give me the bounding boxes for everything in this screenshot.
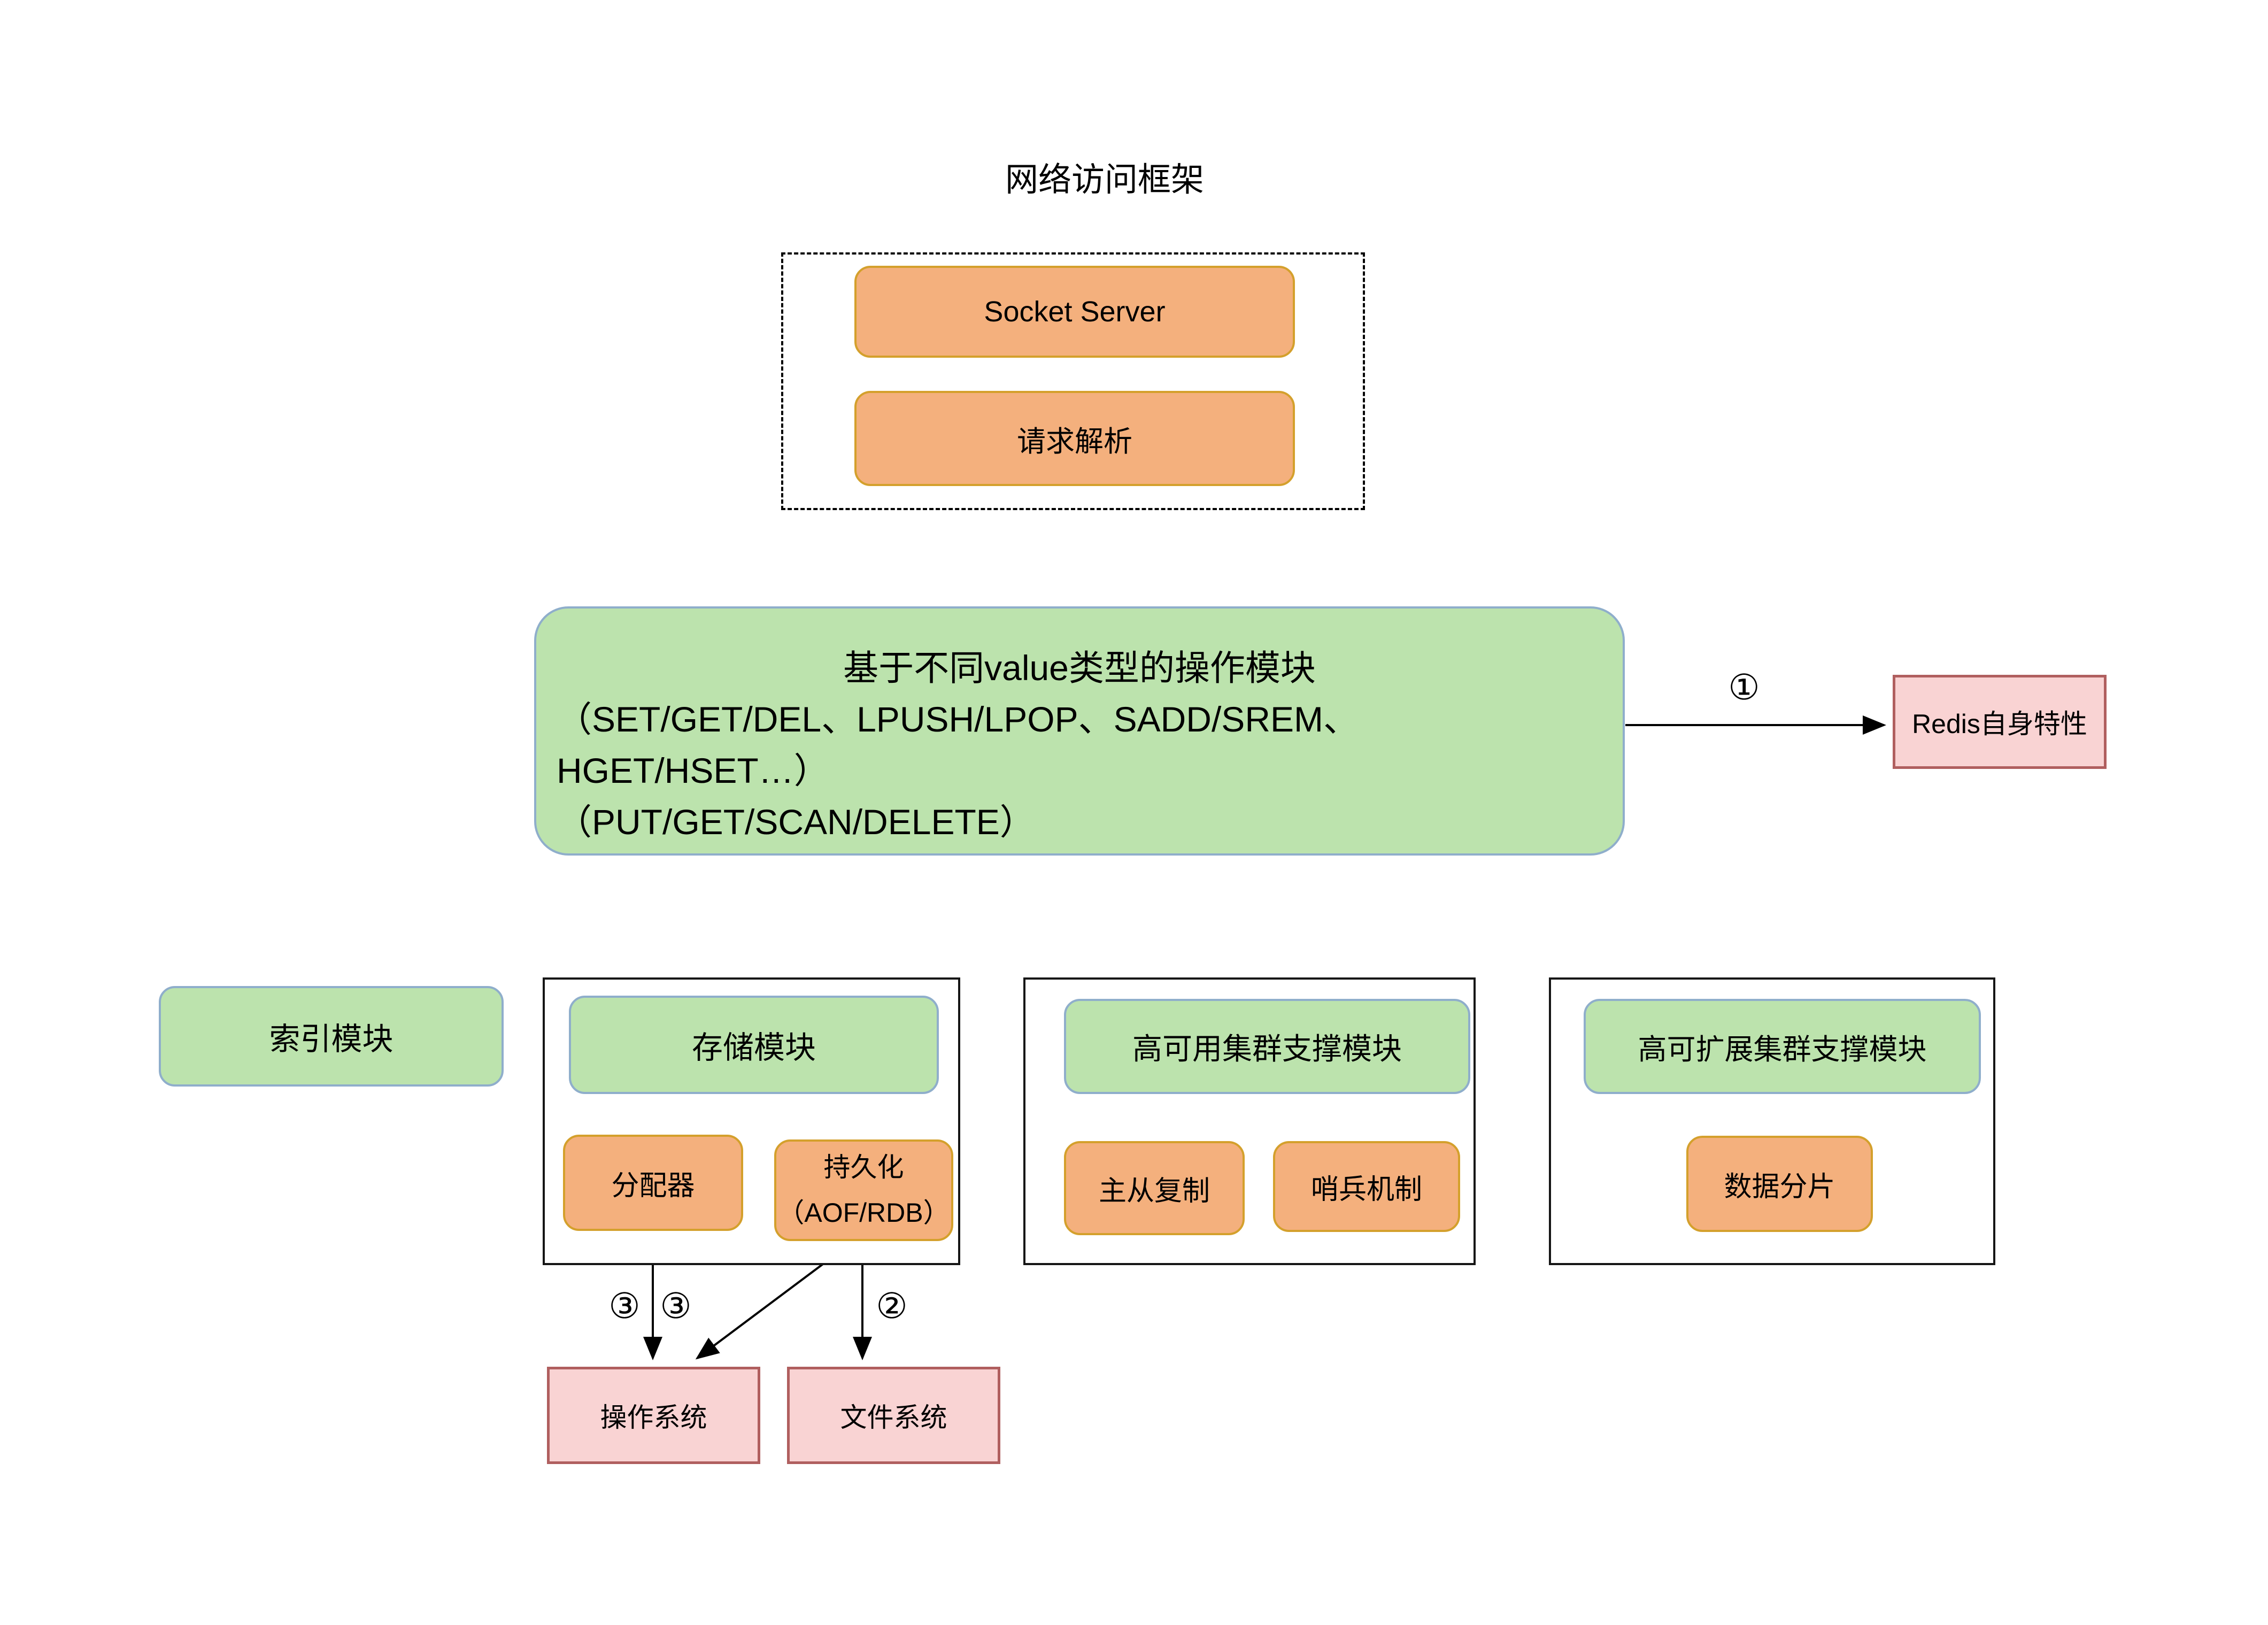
value-operation-module-box: 基于不同value类型的操作模块 （SET/GET/DEL、LPUSH/LPOP… bbox=[534, 606, 1625, 856]
operation-module-kv-commands: （PUT/GET/SCAN/DELETE） bbox=[557, 802, 1035, 842]
operating-system-box: 操作系统 bbox=[547, 1367, 760, 1464]
operation-module-commands: （SET/GET/DEL、LPUSH/LPOP、SADD/SREM、HGET/H… bbox=[557, 699, 1359, 790]
step-3-label-left: ③ bbox=[608, 1286, 641, 1326]
network-access-frame bbox=[781, 252, 1365, 510]
persistence-aof-rdb-label: （AOF/RDB） bbox=[777, 1198, 950, 1228]
sentinel-mechanism-box: 哨兵机制 bbox=[1273, 1141, 1460, 1232]
diagram-title: 网络访问框架 bbox=[1005, 161, 1204, 198]
allocator-box: 分配器 bbox=[563, 1135, 743, 1231]
persistence-box: 持久化 （AOF/RDB） bbox=[774, 1139, 953, 1241]
file-system-box: 文件系统 bbox=[787, 1367, 1000, 1464]
socket-server-box: Socket Server bbox=[854, 266, 1295, 358]
data-sharding-box: 数据分片 bbox=[1686, 1136, 1873, 1232]
storage-module-title-box: 存储模块 bbox=[569, 996, 939, 1094]
index-module-box: 索引模块 bbox=[159, 986, 504, 1087]
step-2-label: ② bbox=[876, 1286, 908, 1326]
redis-feature-box: Redis自身特性 bbox=[1893, 675, 2107, 769]
request-parse-box: 请求解析 bbox=[854, 391, 1295, 486]
operation-module-title: 基于不同value类型的操作模块 bbox=[843, 648, 1316, 688]
step-3-label-right: ③ bbox=[660, 1286, 692, 1326]
ha-cluster-title-box: 高可用集群支撑模块 bbox=[1064, 999, 1470, 1094]
scalable-cluster-title-box: 高可扩展集群支撑模块 bbox=[1584, 999, 1981, 1094]
master-slave-replication-box: 主从复制 bbox=[1064, 1141, 1245, 1235]
step-1-label: ① bbox=[1728, 667, 1760, 707]
persistence-label: 持久化 bbox=[823, 1152, 904, 1182]
